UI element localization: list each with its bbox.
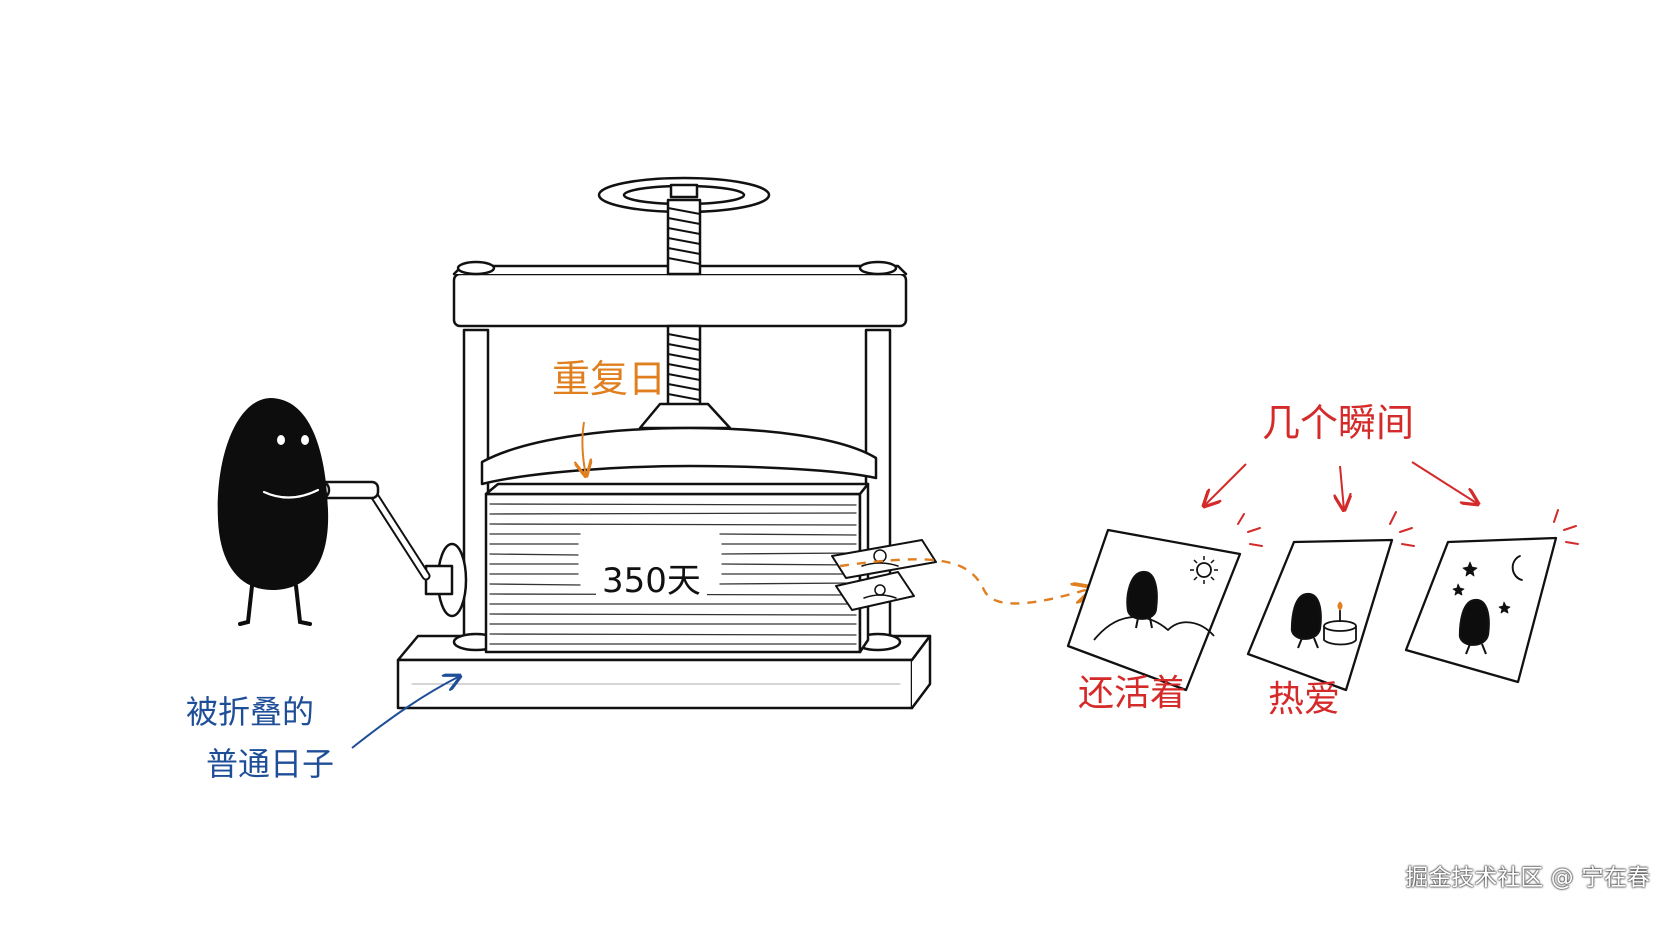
label-folded-days-line2: 普通日子: [206, 745, 335, 783]
arrow-folded-days: [351, 676, 460, 749]
watermark: 掘金技术社区 @ 宁在春: [1405, 865, 1650, 891]
label-moment-love: 热爱: [1268, 679, 1341, 720]
label-350-days: 350天: [596, 562, 707, 600]
creature: [217, 398, 329, 626]
arrow-stack-to-moments: [839, 558, 1092, 605]
label-repeat-days: 重复日: [552, 357, 667, 401]
arrow-moment-mid: [1340, 465, 1344, 510]
arrow-moment-right: [1411, 461, 1478, 504]
arrow-repeat-to-stack: [582, 421, 586, 476]
label-folded-days-line1: 被折叠的: [186, 693, 315, 731]
press-machine: [313, 176, 937, 710]
crank-handle: [313, 480, 468, 618]
label-few-moments: 几个瞬间: [1262, 401, 1415, 445]
label-moment-alive: 还活着: [1078, 673, 1187, 714]
arrow-moment-left: [1204, 463, 1247, 506]
photo-love: [1246, 511, 1415, 692]
press-platen: [480, 402, 878, 486]
photo-night: [1404, 509, 1579, 684]
photo-alive: [1066, 513, 1263, 692]
press-screw: [666, 198, 702, 408]
press-handwheel: [597, 176, 771, 214]
pulled-out-pages: [831, 539, 937, 611]
